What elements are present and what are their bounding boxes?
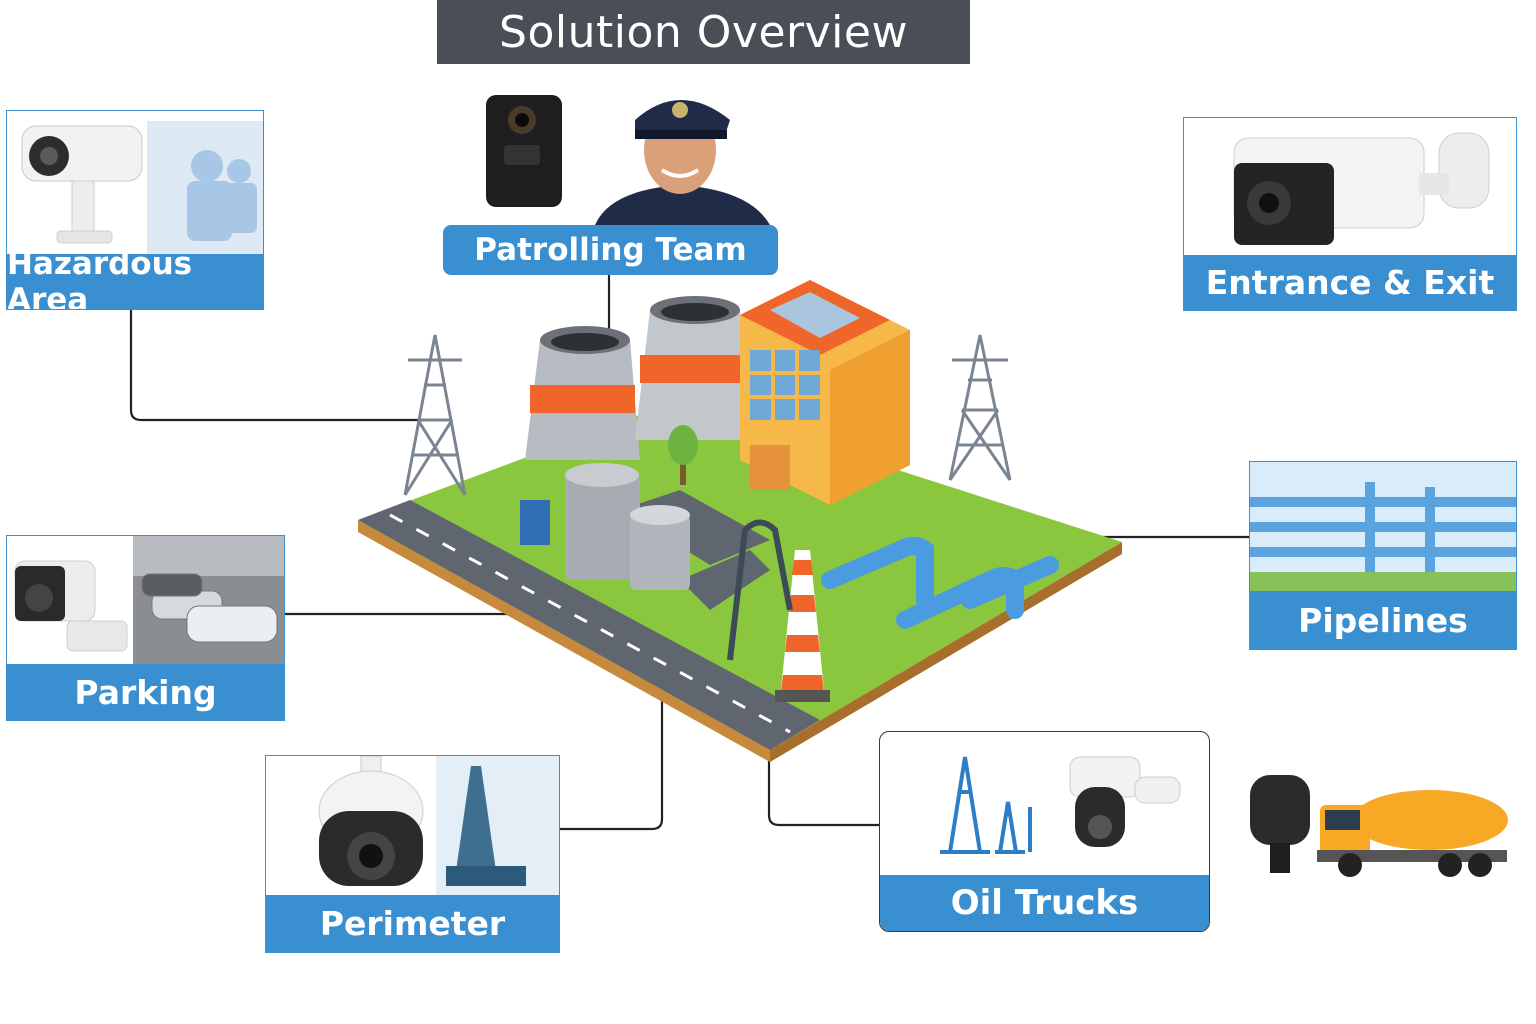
dash-camera-icon — [1250, 775, 1310, 873]
entrance-exit-label: Entrance & Exit — [1184, 255, 1516, 310]
security-guard-icon — [595, 100, 770, 225]
oil-trucks-card: Oil Trucks — [879, 731, 1210, 932]
pipelines-label: Pipelines — [1250, 591, 1516, 649]
pylon-left — [403, 334, 467, 496]
diagram-title: Solution Overview — [437, 0, 970, 64]
striped-chimney — [727, 519, 830, 702]
blue-pipes — [821, 537, 1059, 629]
tanker-truck-icon — [1317, 790, 1508, 877]
entrance-exit-card: Entrance & Exit — [1183, 117, 1517, 311]
road-branch — [680, 550, 770, 610]
connector-hazardous — [129, 310, 420, 422]
patrolling-team-illustration — [486, 95, 770, 225]
ptz-camera-icon — [318, 756, 559, 896]
tree — [668, 425, 698, 485]
pipelines-illustration — [1250, 462, 1516, 592]
ground-side-left — [358, 520, 770, 762]
storage-tanks — [520, 463, 690, 590]
oil-truck-illustration — [1250, 775, 1508, 877]
perimeter-card: Perimeter — [265, 755, 560, 953]
office-building — [740, 280, 910, 505]
parking-illustration — [14, 536, 284, 666]
road-main — [358, 500, 820, 750]
parking-card: Parking — [6, 535, 285, 721]
connector-oil-trucks — [767, 760, 880, 827]
cooling-tower-2 — [635, 296, 750, 440]
bullet-camera-icon — [21, 121, 263, 256]
oil-rig-camera-illustration — [940, 756, 1181, 854]
ground-side-right — [770, 542, 1122, 762]
hazardous-area-label: Hazardous Area — [7, 246, 263, 309]
patrolling-team-label: Patrolling Team — [443, 225, 778, 275]
parking-label: Parking — [7, 664, 284, 720]
pipelines-card: Pipelines — [1249, 461, 1517, 650]
hazardous-area-card: Hazardous Area — [6, 110, 264, 310]
connector-perimeter — [560, 700, 664, 831]
central-plant-illustration — [358, 280, 1122, 762]
body-camera-icon — [486, 95, 562, 207]
oil-trucks-label: Oil Trucks — [880, 875, 1209, 931]
cooling-tower-1 — [525, 326, 640, 460]
perimeter-label: Perimeter — [266, 895, 559, 952]
pylon-right — [948, 334, 1012, 481]
bullet-camera-icon — [1233, 132, 1490, 245]
